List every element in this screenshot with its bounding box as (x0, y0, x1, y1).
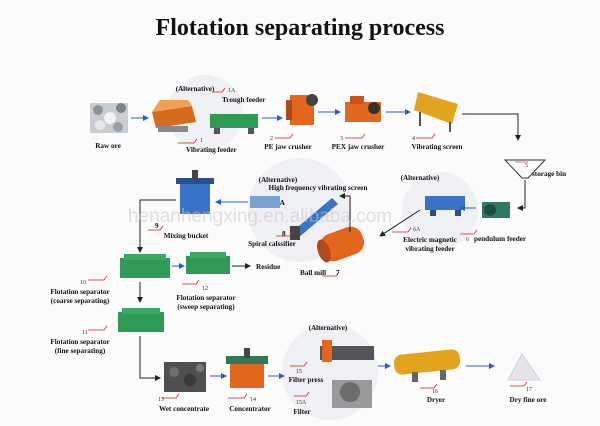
alternative-label-filter: (Alternative) (309, 324, 348, 332)
flotation-sweep-number: 12 (202, 286, 208, 292)
filter-press-machine (320, 340, 374, 362)
pe-jaw-crusher-label: PE jaw crusher (264, 143, 312, 151)
trough-feeder-machine (210, 114, 258, 134)
dryer-label: Dryer (427, 396, 446, 404)
raw-ore-image (90, 103, 128, 133)
mixing-bucket-label: Mixing bucket (164, 232, 209, 240)
vibrating-feeder-number: 1 (200, 138, 203, 144)
dry-fine-ore-image (507, 353, 541, 381)
high-frequency-screen-machine (250, 196, 280, 208)
flotation-coarse-number: 10 (80, 280, 86, 286)
flotation-sweep-label-line2: (sweep separating) (177, 303, 235, 311)
flow-arrow-mill-to-classifier (339, 193, 351, 232)
spiral-classifier-number: 8 (282, 230, 286, 238)
storage-bin-label: storage bin (532, 170, 566, 178)
filter-label: Filter (293, 408, 311, 416)
flow-arrow-screen-to-bin (462, 113, 521, 141)
flotation-coarse-machine (120, 254, 170, 278)
filter-press-number: 15 (296, 369, 302, 375)
storage-bin-icon (503, 159, 547, 179)
flotation-sweep-machine (186, 252, 230, 274)
flotation-coarse-label-line1: Flotation separator (50, 288, 110, 296)
dry-fine-ore-number: 17 (526, 387, 532, 393)
mixing-bucket-number: 9 (155, 222, 159, 230)
flotation-fine-number: 11 (82, 330, 88, 336)
mixing-bucket-machine (176, 170, 214, 214)
ball-mill-machine (317, 226, 365, 263)
trough-feeder-label: Trough feeder (222, 96, 266, 104)
flotation-fine-label-line2: (fine separating) (55, 347, 106, 355)
concentrator-machine (226, 348, 268, 388)
pex-jaw-crusher-machine (345, 96, 381, 122)
spiral-classifier-machine (290, 198, 338, 240)
raw-ore-label: Raw ore (95, 142, 121, 150)
filter-press-label: Filter press (289, 376, 324, 384)
pex-jaw-crusher-number: 3 (340, 136, 343, 142)
trough-feeder-number: 1A (228, 88, 236, 94)
flotation-fine-label-line1: Flotation separator (50, 338, 110, 346)
pendulum-feeder-label: pendulum feeder (474, 235, 527, 243)
dryer-machine (393, 349, 461, 382)
residue-label: Residue (256, 263, 280, 271)
dry-fine-ore-label: Dry fine ore (510, 396, 547, 404)
flow-arrow-fine-to-wet (139, 336, 161, 381)
concentrator-number: 14 (250, 397, 256, 403)
watermark-text: henanhengxing.en.alibaba.com (128, 206, 392, 227)
flow-arrow-bin-to-feeder (517, 180, 526, 211)
diagram-title: Flotation separating process (156, 15, 445, 41)
flow-arrow-mixing-to-flotation (137, 199, 176, 253)
storage-bin-number: 5 (525, 163, 528, 169)
spiral-classifier-label: Spiral calssifier (248, 240, 297, 248)
pe-jaw-crusher-number: 2 (270, 136, 273, 142)
pendulum-feeder-number: 6 (466, 237, 469, 243)
electric-magnetic-feeder-machine (425, 196, 465, 216)
vibrating-screen-machine (414, 92, 458, 132)
flotation-fine-machine (118, 308, 164, 332)
ball-mill-label: Ball mill (300, 269, 326, 277)
dryer-number: 16 (432, 389, 438, 395)
vibrating-feeder-machine (152, 100, 196, 132)
electric-magnetic-number: 6A (413, 227, 421, 233)
wet-concentrate-image (164, 362, 206, 392)
alternative-label-magnetic-feeder: (Alternative) (401, 174, 440, 182)
vibrating-feeder-label: Vibrating feeder (186, 146, 237, 154)
filter-number: 15A (296, 400, 307, 406)
pex-jaw-crusher-label: PEX jaw crusher (332, 143, 386, 151)
alternative-label-screen: (Alternative) (259, 176, 298, 184)
wet-concentrate-number: 13 (158, 397, 164, 403)
vibrating-screen-label: Vibrating screen (412, 143, 463, 151)
filter-machine (332, 380, 372, 408)
wet-concentrate-label: Wet concentrate (159, 405, 209, 413)
flow-arrow-feeder-to-ball-mill (379, 209, 421, 237)
alternative-label-feeder: (Alternative) (176, 85, 215, 93)
vibrating-screen-number: 4 (412, 136, 415, 142)
flotation-sweep-label-line1: Flotation separator (176, 294, 236, 302)
high-frequency-screen-label: High frequency vibrating screen (269, 184, 368, 192)
ball-mill-number: 7 (336, 269, 340, 277)
pendulum-feeder-machine (482, 202, 510, 218)
electric-magnetic-label-line1: Electric magnetic (403, 236, 457, 244)
high-frequency-screen-number: 8A (276, 199, 286, 207)
electric-magnetic-label-line2: vibrating feeder (405, 245, 455, 253)
flotation-coarse-label-line2: (coarse separating) (51, 297, 110, 305)
pe-jaw-crusher-machine (286, 94, 318, 125)
concentrator-label: Concentrator (229, 405, 271, 413)
